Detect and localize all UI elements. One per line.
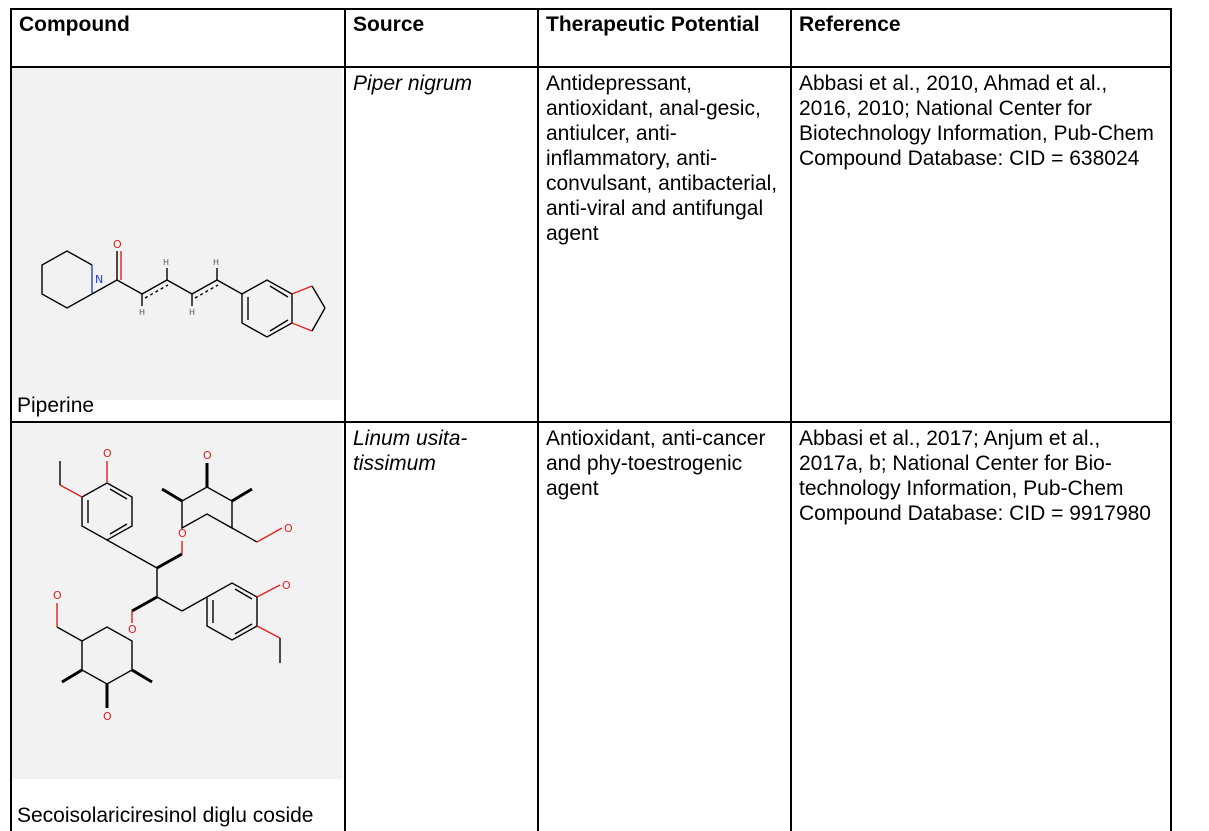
oxygen-atom-label: O <box>203 449 212 462</box>
source-cell: Linum usita-tissimum <box>344 421 539 831</box>
table-row: O N H H H H Piperine Piper nigrum Antide… <box>10 66 1172 423</box>
oxygen-atom-label: O <box>53 589 62 602</box>
table-row: O O O O O O O O Secoisolariciresinol dig… <box>10 421 1172 831</box>
secoisolariciresinol-structure-image: O O O O O O O O <box>12 423 342 779</box>
potential-cell: Antioxidant, anti-cancer and phy-toestro… <box>537 421 792 831</box>
oxygen-atom-label: O <box>282 579 291 592</box>
reference-cell: Abbasi et al., 2017; Anjum et al., 2017a… <box>790 421 1172 831</box>
header-row: Compound Source Therapeutic Potential Re… <box>10 8 1172 68</box>
hydrogen-atom-label: H <box>163 258 169 267</box>
reference-text: Abbasi et al., 2017; Anjum et al., 2017a… <box>799 427 1151 525</box>
potential-text: Antioxidant, anti-cancer and phy-toestro… <box>546 427 766 500</box>
compound-name: Secoisolariciresinol diglu coside <box>17 804 314 827</box>
oxygen-atom-label: O <box>128 623 137 636</box>
oxygen-atom-label: O <box>284 522 293 535</box>
oxygen-atom-label: O <box>103 447 112 460</box>
nitrogen-atom-label: N <box>95 273 103 286</box>
header-reference: Reference <box>790 8 1172 68</box>
oxygen-atom-label: O <box>178 527 187 540</box>
reference-cell: Abbasi et al., 2010, Ahmad et al., 2016,… <box>790 66 1172 423</box>
compound-cell: O N H H H H Piperine <box>10 66 346 423</box>
header-compound: Compound <box>10 8 346 68</box>
potential-cell: Antidepressant, antioxidant, anal-gesic,… <box>537 66 792 423</box>
oxygen-atom-label: O <box>113 238 122 251</box>
hydrogen-atom-label: H <box>189 308 195 317</box>
source-text: Piper nigrum <box>353 72 473 95</box>
piperine-structure-image: O N H H H H <box>12 68 342 400</box>
potential-text: Antidepressant, antioxidant, anal-gesic,… <box>546 72 778 245</box>
source-cell: Piper nigrum <box>344 66 539 423</box>
compound-name: Piperine <box>17 394 95 417</box>
source-text: Linum usita-tissimum <box>353 427 468 475</box>
header-therapeutic-potential: Therapeutic Potential <box>537 8 792 68</box>
header-source: Source <box>344 8 539 68</box>
compound-table: Compound Source Therapeutic Potential Re… <box>10 8 1172 831</box>
reference-text: Abbasi et al., 2010, Ahmad et al., 2016,… <box>799 72 1154 170</box>
hydrogen-atom-label: H <box>213 258 219 267</box>
oxygen-atom-label: O <box>103 710 112 723</box>
hydrogen-atom-label: H <box>139 308 145 317</box>
compound-cell: O O O O O O O O Secoisolariciresinol dig… <box>10 421 346 831</box>
